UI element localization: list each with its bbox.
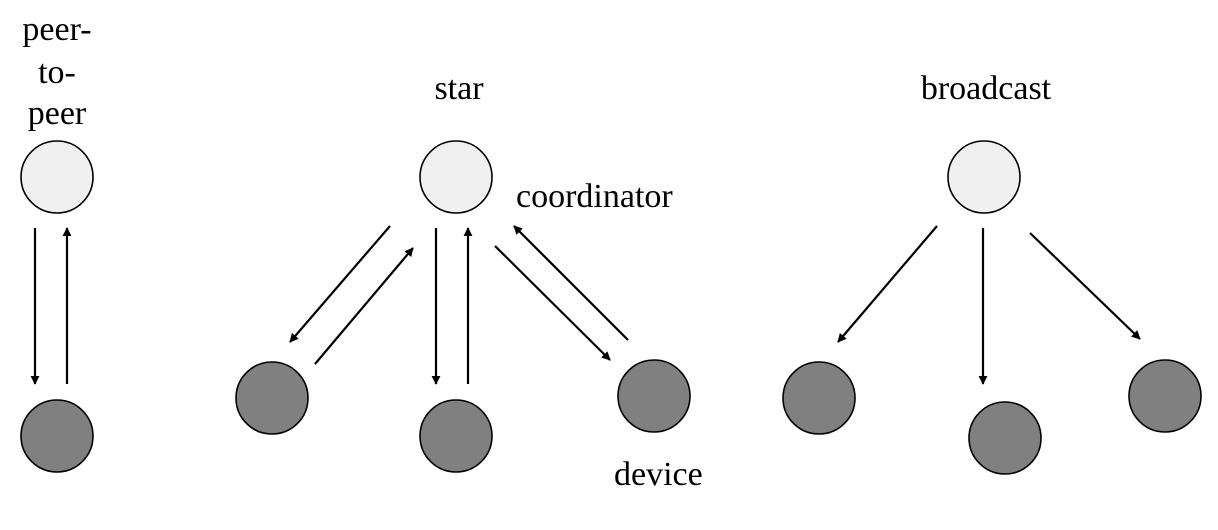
broadcast-arrow-to-left-device <box>837 225 938 343</box>
star-device-label: device <box>614 456 703 493</box>
star-arrow-from-right-device <box>513 225 629 341</box>
broadcast-device-middle <box>968 401 1042 475</box>
peer-to-peer-topology: peer- to- peer <box>20 11 94 473</box>
star-arrow-to-left-device <box>289 225 391 343</box>
broadcast-title: broadcast <box>921 70 1052 107</box>
star-device-right <box>617 359 691 433</box>
broadcast-device-left <box>782 361 856 435</box>
peer-to-peer-title-line-1: peer- <box>22 11 91 48</box>
broadcast-device-right <box>1128 359 1202 433</box>
peer-to-peer-lower-node <box>20 399 94 473</box>
peer-to-peer-title-line-3: peer <box>28 95 87 132</box>
star-arrow-from-left-device <box>314 247 414 365</box>
star-coordinator-node <box>419 140 493 214</box>
star-title: star <box>434 70 484 107</box>
star-arrow-to-right-device <box>494 245 611 361</box>
star-coordinator-label: coordinator <box>516 178 673 215</box>
broadcast-topology: broadcast <box>782 70 1202 475</box>
broadcast-arrow-to-right-device <box>1029 232 1141 340</box>
star-device-left <box>235 361 309 435</box>
star-topology: star coordinator device <box>235 70 703 493</box>
peer-to-peer-upper-node <box>20 140 94 214</box>
peer-to-peer-title-line-2: to- <box>38 54 76 91</box>
star-device-middle <box>419 399 493 473</box>
broadcast-coordinator-node <box>947 140 1021 214</box>
